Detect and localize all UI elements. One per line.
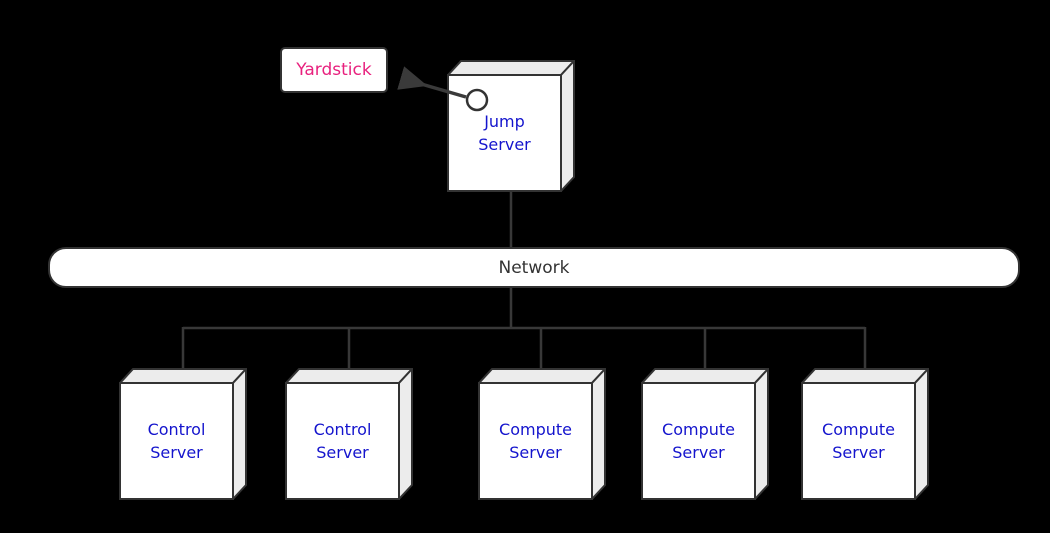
compute-server-box-3: Compute Server xyxy=(801,368,929,500)
compute-server-box-2: Compute Server xyxy=(641,368,769,500)
jump-server-label: Jump Server xyxy=(478,111,531,154)
server-label: Control Server xyxy=(313,419,372,462)
jump-server-box: Jump Server xyxy=(447,60,575,192)
server-3d-shape xyxy=(641,368,769,500)
network-bar: Network xyxy=(48,247,1020,288)
network-label: Network xyxy=(498,257,570,278)
control-server-box-1: Control Server xyxy=(119,368,247,500)
server-label: Compute Server xyxy=(822,419,895,462)
server-3d-shape xyxy=(478,368,606,500)
server-3d-shape xyxy=(119,368,247,500)
yardstick-box: Yardstick xyxy=(280,47,388,93)
server-label: Compute Server xyxy=(499,419,572,462)
compute-server-box-1: Compute Server xyxy=(478,368,606,500)
yardstick-label: Yardstick xyxy=(296,60,372,80)
server-label: Compute Server xyxy=(662,419,735,462)
server-3d-shape xyxy=(285,368,413,500)
server-3d-shape xyxy=(801,368,929,500)
control-server-box-2: Control Server xyxy=(285,368,413,500)
server-label: Control Server xyxy=(147,419,206,462)
